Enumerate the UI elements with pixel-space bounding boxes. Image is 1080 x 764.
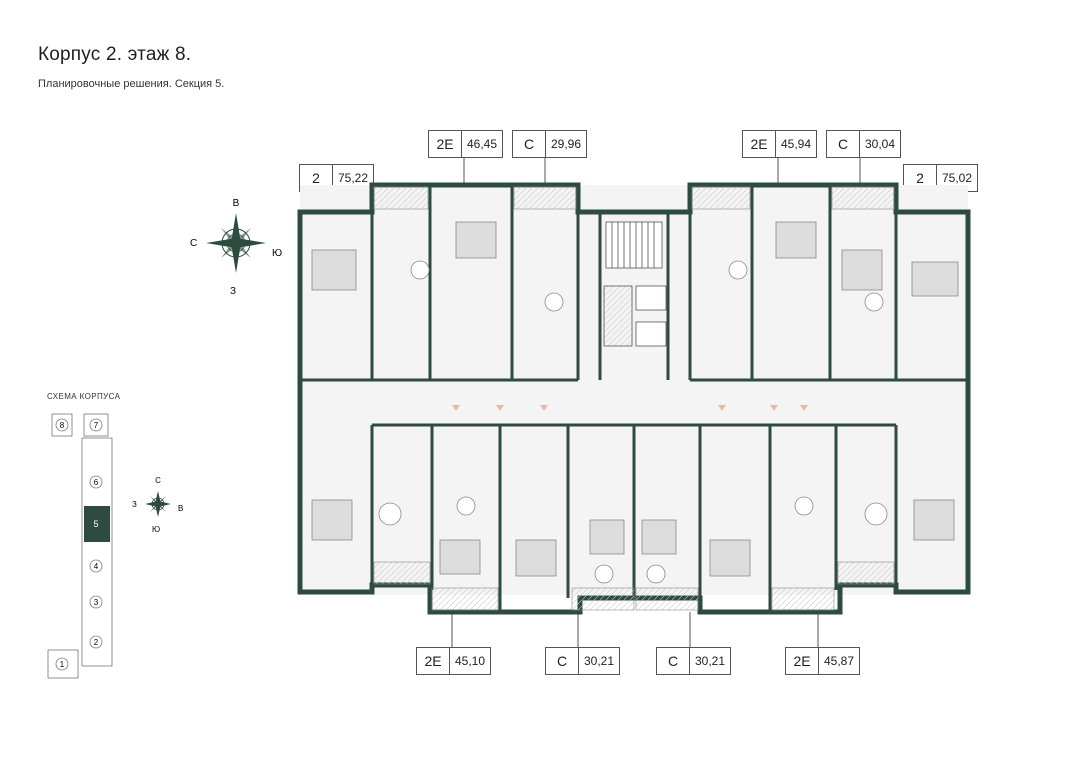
- apartment-area: 45,10: [454, 654, 486, 668]
- apartment-type: С: [546, 648, 579, 674]
- apartment-type: 2Е: [786, 648, 819, 674]
- apartment-type: 2Е: [417, 648, 450, 674]
- scheme-section-6: 6: [94, 478, 99, 487]
- compass-south: З: [230, 286, 236, 296]
- page-title: Корпус 2. этаж 8.: [38, 44, 192, 65]
- compass-rose: В З С Ю: [190, 198, 282, 296]
- apartment-tag[interactable]: 2Е 45,94: [742, 130, 817, 158]
- apartment-area: 46,45: [466, 137, 498, 151]
- apartment-type: 2Е: [743, 131, 776, 157]
- apartment-area: 45,87: [823, 654, 855, 668]
- compass-east: Ю: [272, 248, 282, 259]
- scheme-compass-south: Ю: [152, 525, 160, 534]
- apartment-tag[interactable]: 2Е 45,87: [785, 647, 860, 675]
- apartment-type: 2: [904, 165, 937, 191]
- apartment-type: С: [827, 131, 860, 157]
- compass-north: В: [233, 198, 240, 209]
- scheme-section-1: 1: [60, 660, 65, 669]
- apartment-area: 75,02: [941, 171, 973, 185]
- apartment-tag[interactable]: С 29,96: [512, 130, 587, 158]
- scheme-title: СХЕМА КОРПУСА: [47, 392, 121, 401]
- apartment-tag[interactable]: С 30,21: [656, 647, 731, 675]
- apartment-tag[interactable]: С 30,21: [545, 647, 620, 675]
- scheme-compass-east: В: [178, 504, 183, 513]
- apartment-area: 30,21: [583, 654, 615, 668]
- scheme-section-4: 4: [94, 562, 99, 571]
- apartment-area: 29,96: [550, 137, 582, 151]
- compass-west: С: [190, 238, 197, 249]
- building-scheme: 8 7 6 5 4 3 2 1 С Ю З В: [47, 413, 183, 679]
- apartment-type: 2: [300, 165, 333, 191]
- apartment-type: 2Е: [429, 131, 462, 157]
- page-subtitle: Планировочные решения. Секция 5.: [38, 78, 225, 90]
- scheme-compass-west: З: [132, 500, 137, 509]
- scheme-section-7: 7: [94, 421, 99, 430]
- scheme-section-8: 8: [60, 421, 65, 430]
- apartment-area: 30,04: [864, 137, 896, 151]
- scheme-section-5: 5: [93, 519, 98, 529]
- apartment-area: 45,94: [780, 137, 812, 151]
- apartment-area: 75,22: [337, 171, 369, 185]
- apartment-type: С: [657, 648, 690, 674]
- apartment-tag[interactable]: 2Е 46,45: [428, 130, 503, 158]
- scheme-section-2: 2: [94, 638, 99, 647]
- apartment-area: 30,21: [694, 654, 726, 668]
- apartment-type: С: [513, 131, 546, 157]
- scheme-section-3: 3: [94, 598, 99, 607]
- scheme-compass-north: С: [155, 476, 161, 485]
- apartment-tag[interactable]: 2Е 45,10: [416, 647, 491, 675]
- apartment-tag[interactable]: С 30,04: [826, 130, 901, 158]
